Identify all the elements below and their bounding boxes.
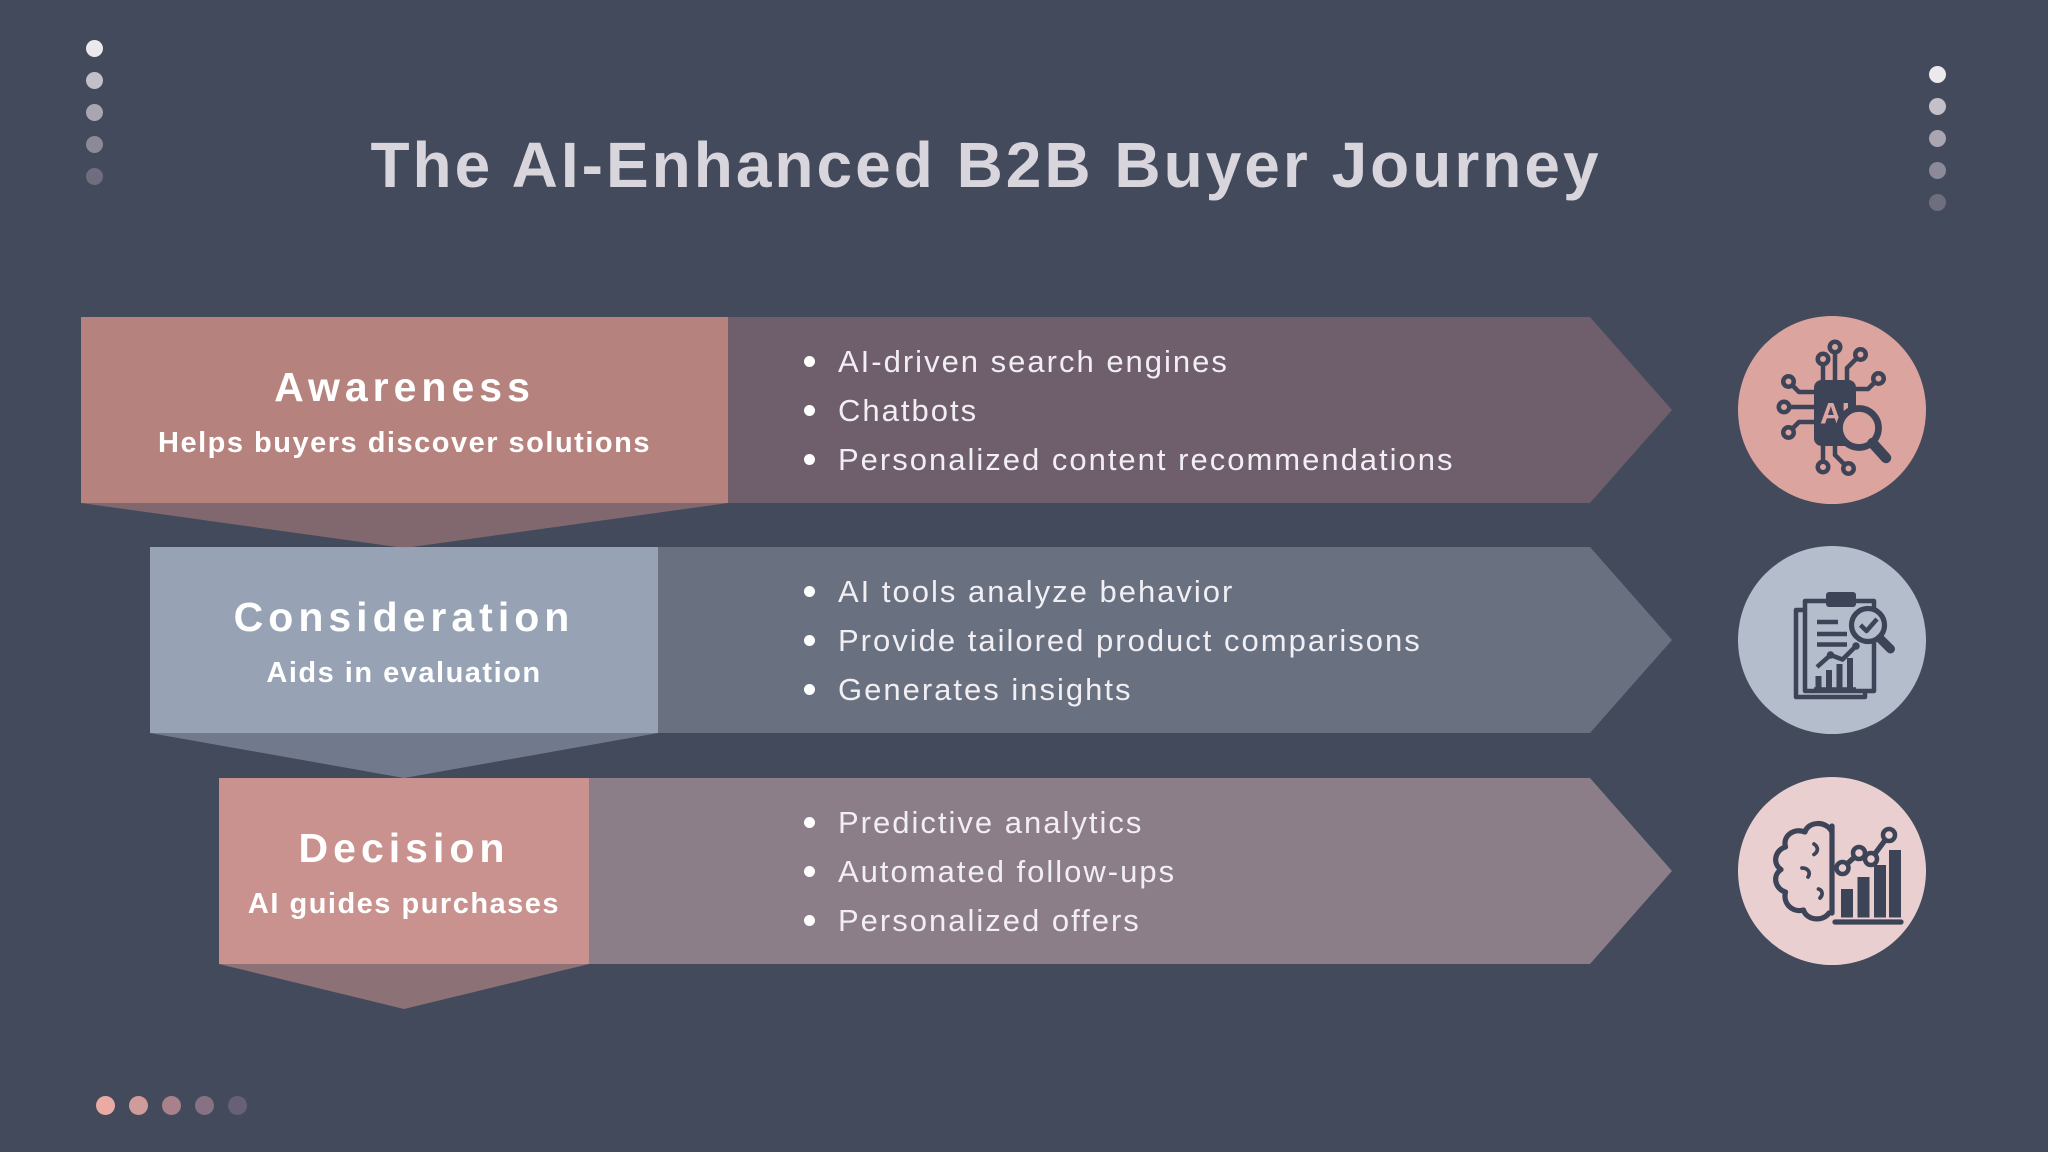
bullet-list: Predictive analytics Automated follow-up… [800,778,1176,964]
decorative-dots-bottom-left [96,1096,247,1115]
bullet-list: AI-driven search engines Chatbots Person… [800,317,1455,503]
bullet-item: Generates insights [800,665,1422,714]
dot [1929,66,1946,83]
band-arrow-icon [1590,778,1672,964]
page-title: The AI-Enhanced B2B Buyer Journey [370,129,1602,201]
label-chevron-icon [219,964,589,1009]
stage-description: Aids in evaluation [266,657,542,689]
stage-name: Decision [298,825,510,871]
stage-row-decision: Decision AI guides purchases Predictive … [0,777,2048,1009]
bullet-item: Chatbots [800,386,1455,435]
dot [1929,130,1946,147]
dot [1929,194,1946,211]
dot [1929,98,1946,115]
stage-description: AI guides purchases [247,888,561,920]
stage-name: Consideration [233,594,575,640]
stage-label-box: Consideration Aids in evaluation [150,547,658,733]
dot [86,104,103,121]
dot [86,136,103,153]
decorative-dots-top-left [86,40,103,185]
band-arrow-icon [1590,547,1672,733]
stage-row-awareness: Awareness Helps buyers discover solution… [0,316,2048,548]
dot [195,1096,214,1115]
stage-label-box: Decision AI guides purchases [219,778,589,964]
stage-name: Awareness [274,364,535,410]
decorative-dots-top-right [1929,66,1946,211]
label-chevron-icon [81,503,728,548]
dot [1929,162,1946,179]
stage-band [728,317,1590,503]
bullet-item: Automated follow-ups [800,847,1176,896]
bullet-item: Personalized offers [800,896,1176,945]
brain-analytics-icon [1773,820,1904,925]
ai-chip-magnifier-icon: AI [1776,339,1892,476]
dot [228,1096,247,1115]
dot [162,1096,181,1115]
dot [86,40,103,57]
stage-band [589,778,1590,964]
bullet-item: Personalized content recommendations [800,435,1455,484]
dot [86,72,103,89]
band-arrow-icon [1590,317,1672,503]
bullet-item: AI tools analyze behavior [800,567,1422,616]
report-analysis-icon [1793,592,1895,700]
bullet-item: Predictive analytics [800,798,1176,847]
stage-description: Helps buyers discover solutions [158,427,651,459]
stage-label-box: Awareness Helps buyers discover solution… [81,317,728,503]
stage-row-consideration: Consideration Aids in evaluation AI tool… [0,546,2048,778]
bullet-item: Provide tailored product comparisons [800,616,1422,665]
stage-icon-circle: AI [1738,316,1926,504]
stage-icon-circle [1738,777,1926,965]
dot [86,168,103,185]
dot [96,1096,115,1115]
bullet-list: AI tools analyze behavior Provide tailor… [800,547,1422,733]
label-chevron-icon [150,733,658,778]
dot [129,1096,148,1115]
bullet-item: AI-driven search engines [800,337,1455,386]
stage-icon-circle [1738,546,1926,734]
